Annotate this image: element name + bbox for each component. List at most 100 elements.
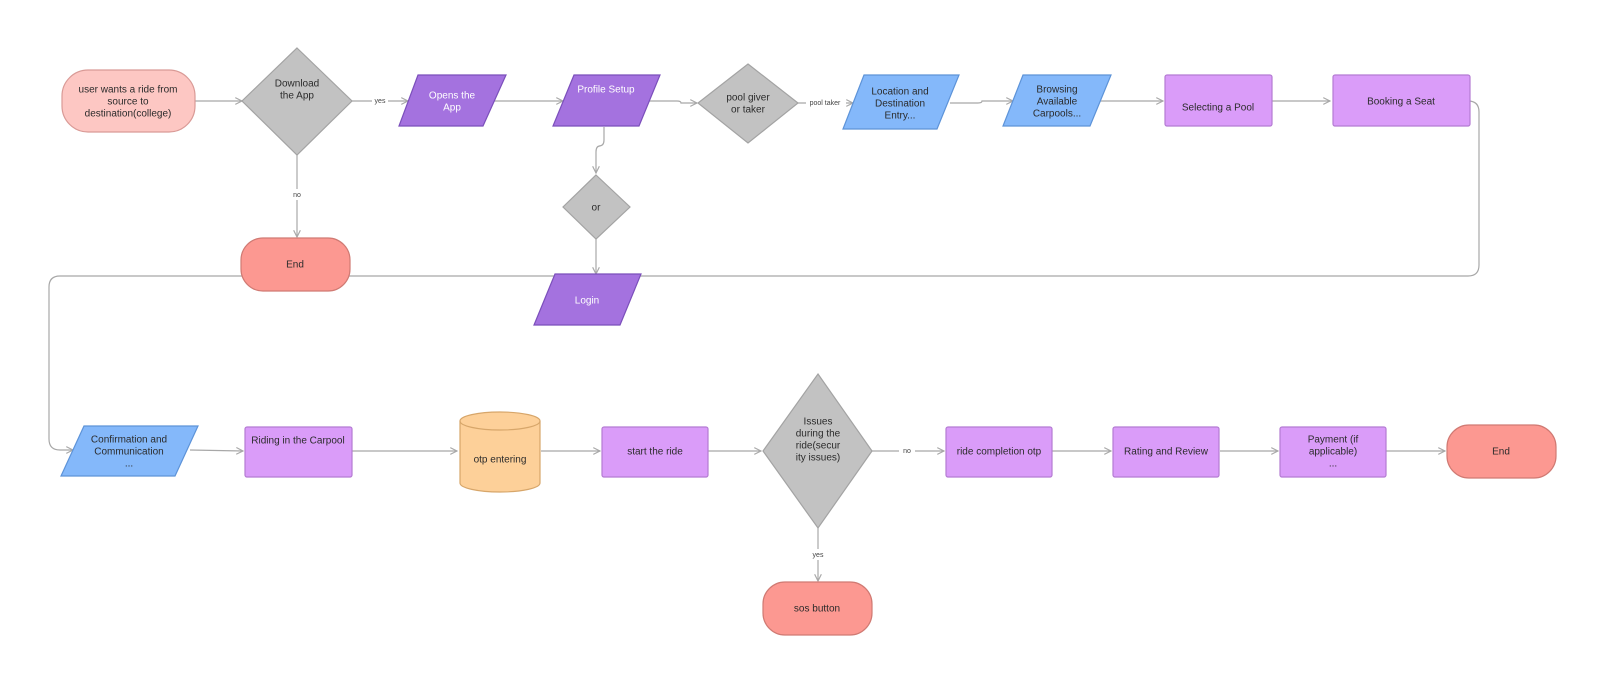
terminal-shape (61, 69, 196, 133)
label-line: Browsing (1036, 85, 1077, 96)
label-line: Communication (94, 447, 163, 458)
label-line: start the ride (627, 447, 683, 458)
edge-label-no-download: no (293, 192, 301, 199)
node-booking-seat-label: Booking a Seat (1367, 97, 1435, 108)
terminal-shape (1446, 424, 1557, 479)
label-line: Booking a Seat (1367, 97, 1435, 108)
node-ride-completion-label: ride completion otp (957, 447, 1042, 458)
label-line: Available (1037, 97, 1078, 108)
node-riding: Riding in the Carpool (244, 426, 353, 478)
decision-shape (762, 372, 873, 530)
node-start-ride-label: start the ride (627, 447, 683, 458)
edge-labels: yes no pool taker no yes (289, 95, 915, 560)
edge-label-yes-download: yes (375, 98, 386, 105)
edge-label-no-issues: no (903, 448, 911, 455)
process-shape (1279, 426, 1387, 478)
node-start-ride: start the ride (601, 426, 709, 478)
decision-shape (241, 47, 353, 156)
label-line: End (1492, 447, 1510, 458)
label-line: Destination (875, 99, 925, 110)
node-or-label: or (592, 203, 602, 214)
node-end-bottom-label: End (1492, 447, 1510, 458)
label-line: otp entering (474, 455, 527, 466)
io-shape (398, 74, 507, 127)
label-line: destination(college) (85, 109, 172, 120)
edge-booking-to-confirmation (48, 100, 1480, 450)
node-ride-completion: ride completion otp (945, 426, 1053, 478)
label-line: applicable) (1309, 447, 1357, 458)
edge-location-to-browsing (950, 101, 1013, 103)
label-line: Location and (871, 87, 928, 98)
label-line: Rating and Review (1124, 447, 1209, 458)
node-login: Login (533, 273, 642, 326)
node-profile-setup-label: Profile Setup (577, 85, 635, 96)
label-line: ... (125, 459, 133, 470)
io-shape (60, 425, 199, 477)
decision-shape (562, 174, 631, 240)
label-line: Profile Setup (577, 85, 635, 96)
node-end-top: End (240, 237, 351, 292)
label-line: ... (1329, 459, 1337, 470)
label-line: ride completion otp (957, 447, 1042, 458)
io-shape (1002, 74, 1112, 127)
label-line: or (592, 203, 602, 214)
node-login-label: Login (575, 296, 599, 307)
edge-profile-setup-to-or (596, 127, 605, 173)
process-shape (1332, 74, 1471, 127)
node-rating-label: Rating and Review (1124, 447, 1209, 458)
node-end-top-label: End (286, 260, 304, 271)
edge-confirmation-to-riding (189, 450, 243, 451)
process-shape (945, 426, 1053, 478)
edge-profile-setup-to-pool-decision (649, 101, 697, 103)
label-line: pool giver (726, 93, 770, 104)
process-shape (1164, 74, 1273, 127)
label-line: ity issues) (796, 453, 840, 464)
label-line: Issues (804, 417, 833, 428)
decision-shape (697, 63, 799, 144)
process-shape (1112, 426, 1220, 478)
terminal-shape (762, 581, 873, 636)
label-line: or taker (731, 105, 766, 116)
node-riding-label: Riding in the Carpool (251, 436, 344, 447)
io-shape (533, 273, 642, 326)
edge-label-yes-issues: yes (813, 552, 824, 559)
node-sos-label: sos button (794, 604, 840, 615)
io-shape (842, 74, 960, 130)
node-selecting-pool-label: Selecting a Pool (1182, 103, 1254, 114)
node-otp-entering-label: otp entering (474, 455, 527, 466)
database-top-rim (459, 420, 541, 431)
io-shape (552, 74, 661, 127)
label-line: user wants a ride from (79, 85, 178, 96)
label-line: End (286, 260, 304, 271)
node-end-bottom: End (1446, 424, 1557, 479)
node-booking-seat: Booking a Seat (1332, 74, 1471, 127)
label-line: Confirmation and (91, 435, 167, 446)
process-shape (601, 426, 709, 478)
edge-label-pool-taker: pool taker (810, 100, 841, 107)
label-line: Login (575, 296, 599, 307)
label-line: sos button (794, 604, 840, 615)
node-sos-button: sos button (762, 581, 873, 636)
label-line: Entry... (885, 111, 916, 122)
node-selecting-pool: Selecting a Pool (1164, 74, 1273, 127)
label-line: Download (275, 79, 319, 90)
edges (48, 100, 1480, 581)
database-shape (459, 411, 541, 493)
label-line: App (443, 103, 461, 114)
label-line: during the (796, 429, 841, 440)
node-rating: Rating and Review (1112, 426, 1220, 478)
node-or-decision: or (562, 174, 631, 240)
